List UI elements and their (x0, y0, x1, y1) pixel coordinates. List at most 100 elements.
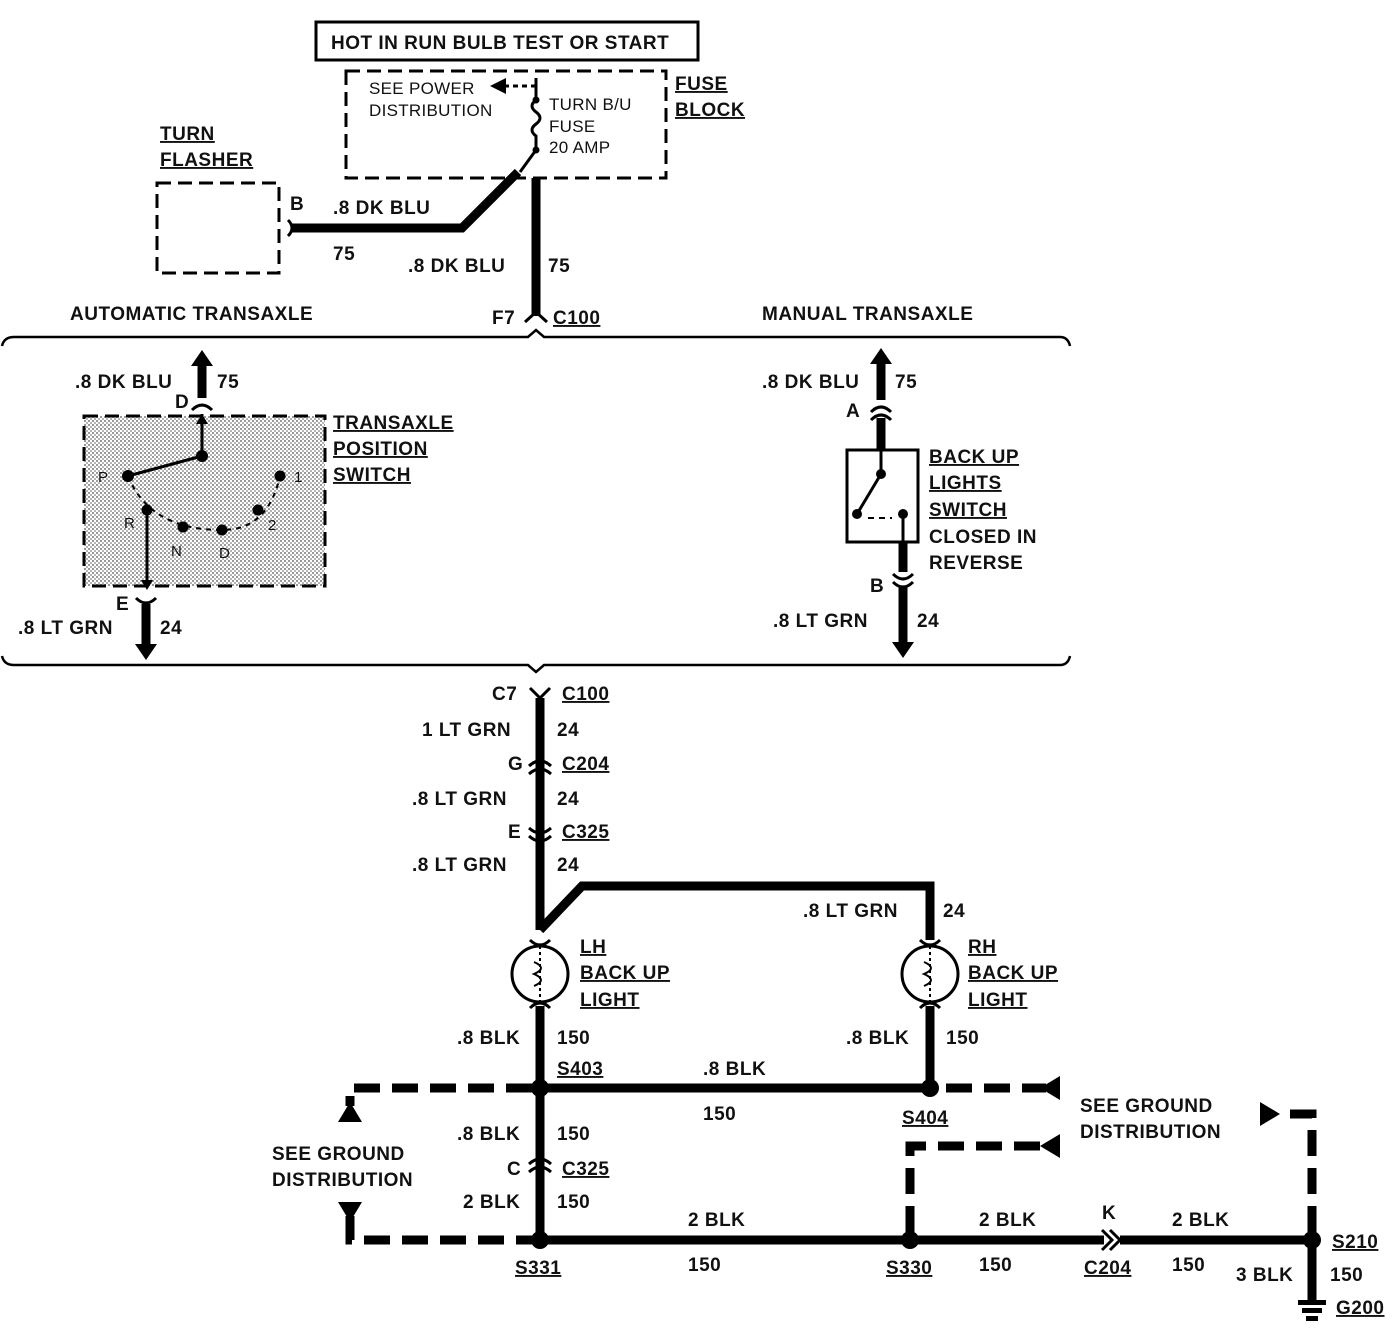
rh-branch-wire-label: .8 LT GRN (803, 901, 898, 922)
trunk-c325: C325 (562, 822, 609, 843)
auto-in-wire-label: .8 DK BLU (75, 372, 172, 393)
auto-out-pin-e: E (116, 594, 129, 615)
flasher-feed-wire (292, 168, 522, 233)
transaxle-switch-label-3: SWITCH (333, 465, 411, 486)
backup-switch-label-4: CLOSED IN (929, 527, 1037, 548)
position-r: R (124, 515, 135, 532)
lh-ground-wire-label: .8 BLK (457, 1028, 520, 1049)
fuse-to-wire-link (518, 149, 538, 173)
transaxle-switch-box (82, 414, 327, 588)
trunk-w3-label: .8 LT GRN (412, 855, 507, 876)
s403-label: S403 (557, 1059, 603, 1080)
s403-ground-dist-dashed (345, 1083, 532, 1106)
rh-ground-circuit-label: 150 (946, 1028, 979, 1049)
switch-contact-arc (127, 475, 281, 532)
c204-s210-circuit-label: 150 (1172, 1255, 1205, 1276)
lh-ground-circuit-label: 150 (557, 1028, 590, 1049)
ground-c204-pin: K (1102, 1203, 1116, 1224)
ground-c325-pin: C (507, 1159, 521, 1180)
transaxle-switch-label-1: TRANSAXLE (333, 413, 454, 434)
s403-s331-circuit-label: 150 (557, 1124, 590, 1145)
s330-label: S330 (886, 1258, 932, 1279)
c204-k-connector-icon (1100, 1228, 1123, 1252)
fuse-name-line-2: FUSE (549, 117, 596, 136)
rh-ground-wire-label: .8 BLK (846, 1028, 909, 1049)
trunk-c100-pin: C7 (492, 684, 517, 705)
c100-c7-connector-icon (528, 686, 552, 701)
s404-label: S404 (902, 1108, 948, 1129)
trunk-c3-label: 24 (557, 855, 579, 876)
feed-wire-label: .8 DK BLU (408, 256, 505, 277)
turn-flasher-label-2: FLASHER (160, 150, 253, 171)
backup-switch-label-1: BACK UP (929, 447, 1019, 468)
trunk-c204: C204 (562, 754, 609, 775)
s403-s331-wire-label: .8 BLK (457, 1124, 520, 1145)
switch-contact-2 (252, 504, 264, 516)
see-power-distribution-line-1: SEE POWER (369, 79, 475, 98)
manual-in-wire-label: .8 DK BLU (762, 372, 859, 393)
fuse-block-label-2: BLOCK (675, 100, 745, 121)
see-ground-right-2: DISTRIBUTION (1080, 1122, 1221, 1143)
s330-c204-circuit-label: 150 (979, 1255, 1012, 1276)
manual-in-arrow-icon (870, 348, 892, 364)
fuse-rating: 20 AMP (549, 138, 610, 157)
rh-branch-circuit-label: 24 (943, 901, 965, 922)
position-p: P (98, 469, 108, 486)
hot-in-run-header-box (314, 20, 700, 62)
trunk-w1-label: 1 LT GRN (422, 720, 511, 741)
position-d: D (219, 545, 230, 562)
right-ground-arrow-3-icon (1260, 1102, 1280, 1126)
switch-contact-n (177, 521, 189, 533)
rh-light-label-3: LIGHT (968, 990, 1028, 1011)
s210-g200-circuit-label: 150 (1330, 1265, 1363, 1286)
see-ground-right-1: SEE GROUND (1080, 1096, 1213, 1117)
manual-in-pin-a: A (846, 401, 860, 422)
turn-flasher-box (155, 181, 281, 275)
s330-c204-wire-label: 2 BLK (979, 1210, 1036, 1231)
c204-s210-wire-label: 2 BLK (1172, 1210, 1229, 1231)
manual-out-wire-label: .8 LT GRN (773, 611, 868, 632)
g200-label: G200 (1336, 1298, 1384, 1319)
s331-label: S331 (515, 1258, 561, 1279)
manual-out-connector-icon (891, 572, 915, 589)
fuse-name-line-1: TURN B/U (549, 95, 632, 114)
s331-ground-dist-dashed (345, 1216, 532, 1245)
s331-s330-circuit-label: 150 (688, 1255, 721, 1276)
flasher-circuit-label: 75 (333, 244, 355, 265)
feed-connector-c100: C100 (553, 308, 600, 329)
manual-out-arrow-icon (892, 642, 914, 658)
manual-out-pin-b: B (870, 576, 884, 597)
feed-pin-f7: F7 (492, 308, 515, 329)
trunk-w2-label: .8 LT GRN (412, 789, 507, 810)
left-ground-arrow-up-icon (338, 1102, 362, 1122)
s331-feed-wire-label: 2 BLK (463, 1192, 520, 1213)
trunk-c325-pin: E (508, 822, 521, 843)
auto-in-arrow-icon (191, 350, 213, 366)
splice-s404 (921, 1079, 939, 1097)
s331-s330-wire-label: 2 BLK (688, 1210, 745, 1231)
see-power-distribution-line-2: DISTRIBUTION (369, 101, 493, 120)
auto-in-connector-icon (190, 403, 214, 412)
see-ground-left-2: DISTRIBUTION (272, 1170, 413, 1191)
transaxle-switch-shading (84, 416, 325, 586)
options-bracket-top (0, 328, 1072, 347)
auto-in-pin-d: D (175, 392, 189, 413)
auto-out-connector-icon (134, 596, 158, 605)
fuse-element-icon (530, 78, 542, 150)
c325-c-connector-icon (527, 1157, 553, 1174)
right-ground-arrow-icon (1040, 1076, 1060, 1100)
turn-flasher-label-1: TURN (160, 124, 215, 145)
flasher-connector-icon (286, 218, 294, 238)
automatic-transaxle-heading: AUTOMATIC TRANSAXLE (70, 304, 313, 325)
auto-out-wire-label: .8 LT GRN (18, 618, 113, 639)
rh-light-label-2: BACK UP (968, 963, 1058, 984)
trunk-c1-label: 24 (557, 720, 579, 741)
auto-out-circuit-label: 24 (160, 618, 182, 639)
backup-switch-label-2: LIGHTS (929, 473, 1002, 494)
manual-out-circuit-label: 24 (917, 611, 939, 632)
feed-circuit-label: 75 (548, 256, 570, 277)
manual-transaxle-heading: MANUAL TRANSAXLE (762, 304, 973, 325)
switch-contact-1 (274, 470, 286, 482)
c325-e-connector-icon (527, 826, 553, 843)
splice-s331 (531, 1231, 549, 1249)
